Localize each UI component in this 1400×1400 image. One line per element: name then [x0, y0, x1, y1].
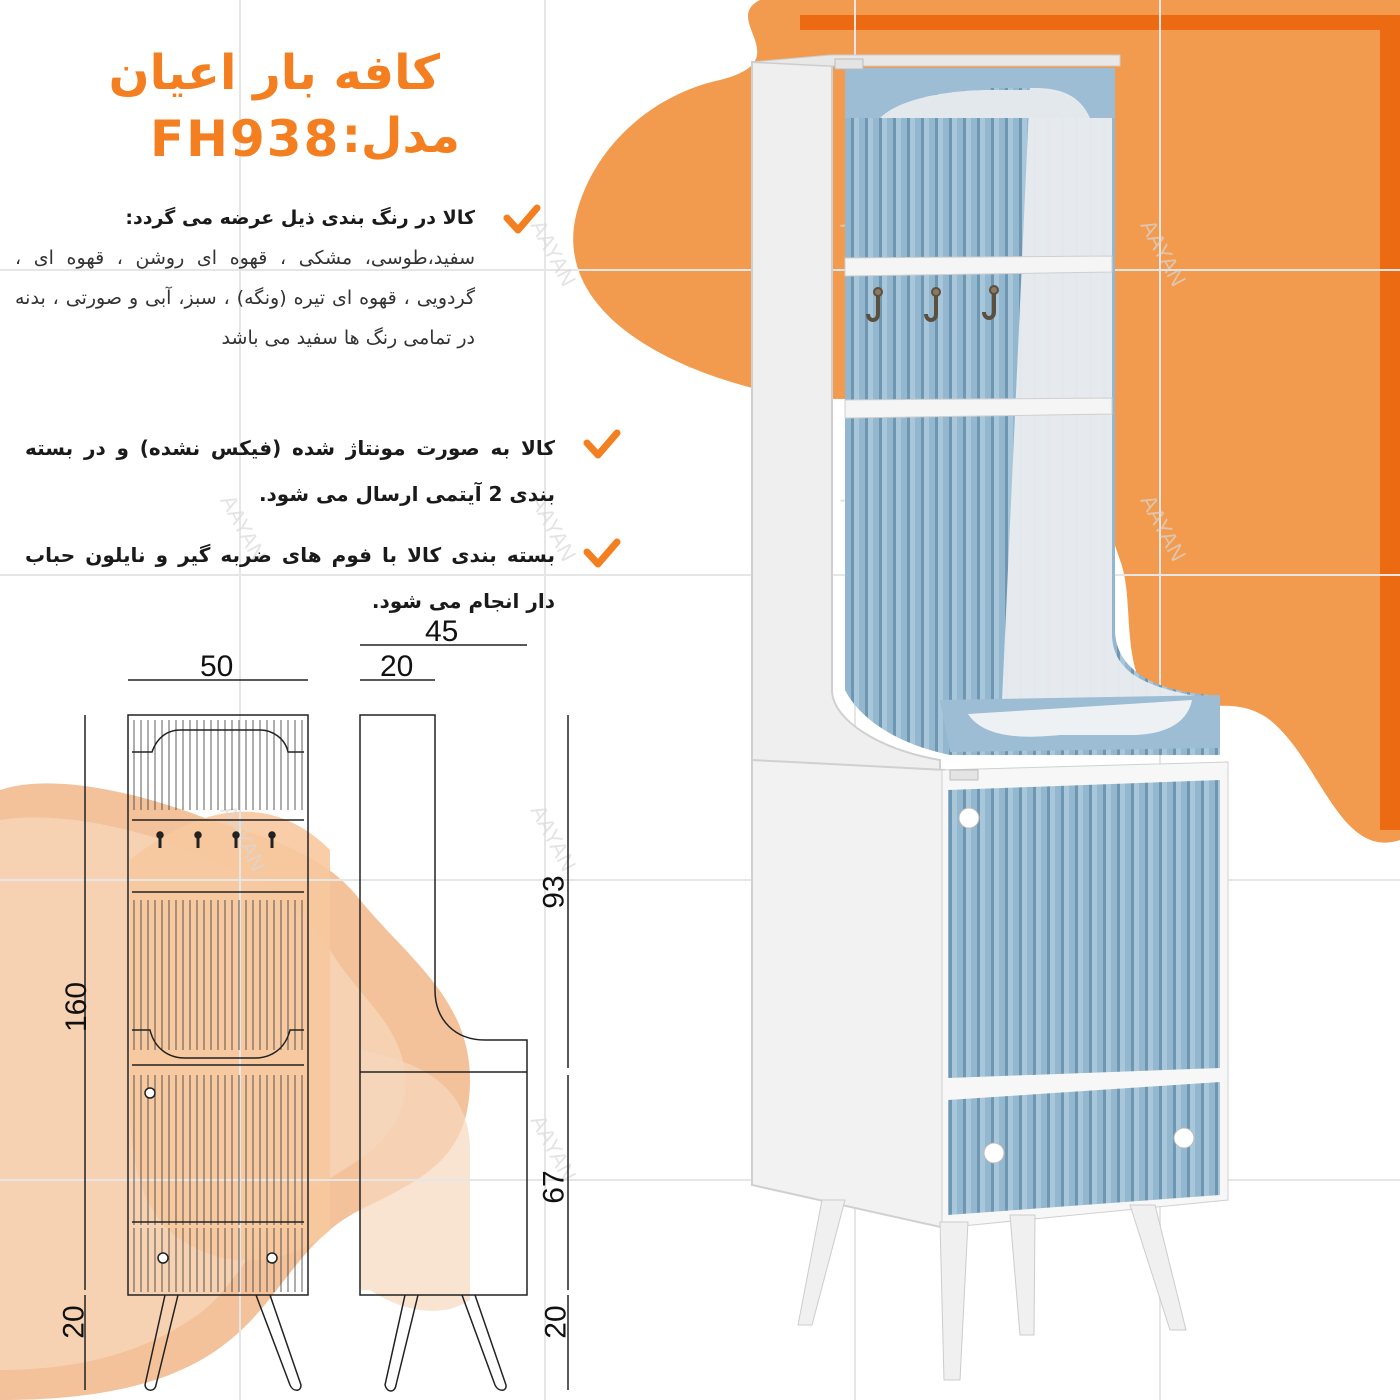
hook — [866, 292, 880, 322]
check-icon — [583, 538, 621, 568]
check-icon — [503, 204, 541, 234]
bar-shelf-opening — [968, 700, 1192, 737]
dim-lower-height: 67 — [537, 1170, 571, 1204]
upper-cabinet-top — [751, 54, 1121, 67]
top-arch-opening — [880, 90, 1090, 118]
upper-inner-wall — [1000, 85, 1218, 745]
watermark: AAYAN — [526, 801, 582, 876]
dim-leg-height-side: 20 — [539, 1305, 573, 1339]
feature-body: سفید،طوسی، مشکی ، قهوه ای روشن ، قهوه ای… — [15, 247, 475, 349]
shelf-2 — [844, 397, 1113, 419]
front-lower-arch — [132, 1029, 304, 1059]
door-knob — [958, 807, 980, 829]
front-slats-mid — [132, 900, 304, 1050]
feature-heading: کالا به صورت مونتاژ شده (فیکس نشده) و در… — [25, 436, 555, 506]
product-image — [751, 54, 1229, 1381]
side-drawing — [359, 644, 569, 1392]
side-leg-right — [461, 1294, 507, 1391]
front-outline — [127, 714, 309, 1296]
hook — [924, 292, 938, 322]
dim-side-depth-top: 20 — [380, 650, 414, 683]
page-title: کافه بار اعیان — [108, 45, 440, 101]
model-code: FH938 — [150, 110, 341, 168]
leg — [797, 1199, 846, 1326]
model-label: مدل: — [341, 108, 460, 164]
leg — [1129, 1204, 1187, 1331]
front-arch — [132, 729, 304, 753]
front-leg-left — [144, 1294, 179, 1391]
leg — [939, 1221, 969, 1381]
side-leg-left — [384, 1294, 419, 1392]
drawer-knob — [983, 1142, 1005, 1164]
front-slats-top — [132, 720, 304, 810]
product-badge — [949, 769, 979, 781]
cabinet-drawer — [948, 1082, 1220, 1215]
orange-stripe-side — [1380, 30, 1400, 830]
dim-side-depth-total: 45 — [425, 615, 459, 648]
coat-hooks — [866, 285, 999, 322]
drawer-knob — [1173, 1127, 1195, 1149]
feature-colors: کالا در رنگ بندی ذیل عرضه می گردد: سفید،… — [15, 198, 475, 358]
hook — [982, 290, 996, 320]
feature-heading: بسته بندی کالا با فوم های ضربه گیر و نای… — [25, 543, 555, 613]
front-leg-right — [255, 1294, 302, 1391]
feature-heading: کالا در رنگ بندی ذیل عرضه می گردد: — [125, 207, 475, 229]
front-slats-door — [132, 1075, 304, 1225]
dim-upper-height: 93 — [537, 875, 571, 909]
leg — [1009, 1214, 1036, 1336]
watermark: AAYAN — [526, 216, 582, 291]
model-row: مدل: FH938 — [150, 108, 460, 178]
top-arch — [845, 68, 1115, 118]
feature-packaging: بسته بندی کالا با فوم های ضربه گیر و نای… — [25, 532, 555, 624]
dim-leg-height-front: 20 — [57, 1305, 91, 1339]
side-outline — [359, 714, 528, 1296]
check-icon — [583, 429, 621, 459]
upper-cabinet-side — [751, 60, 941, 771]
dim-front-width: 50 — [200, 650, 234, 683]
orange-stripe — [800, 15, 1400, 30]
product-badge-top — [834, 58, 864, 70]
feature-assembly: کالا به صورت مونتاژ شده (فیکس نشده) و در… — [25, 425, 555, 517]
dim-total-height: 160 — [60, 981, 94, 1033]
front-hooks — [156, 831, 276, 848]
shelf-1 — [844, 255, 1113, 277]
front-drawing — [84, 679, 309, 1391]
cabinet-door — [948, 780, 1220, 1078]
lower-cabinet-side — [751, 758, 946, 1230]
